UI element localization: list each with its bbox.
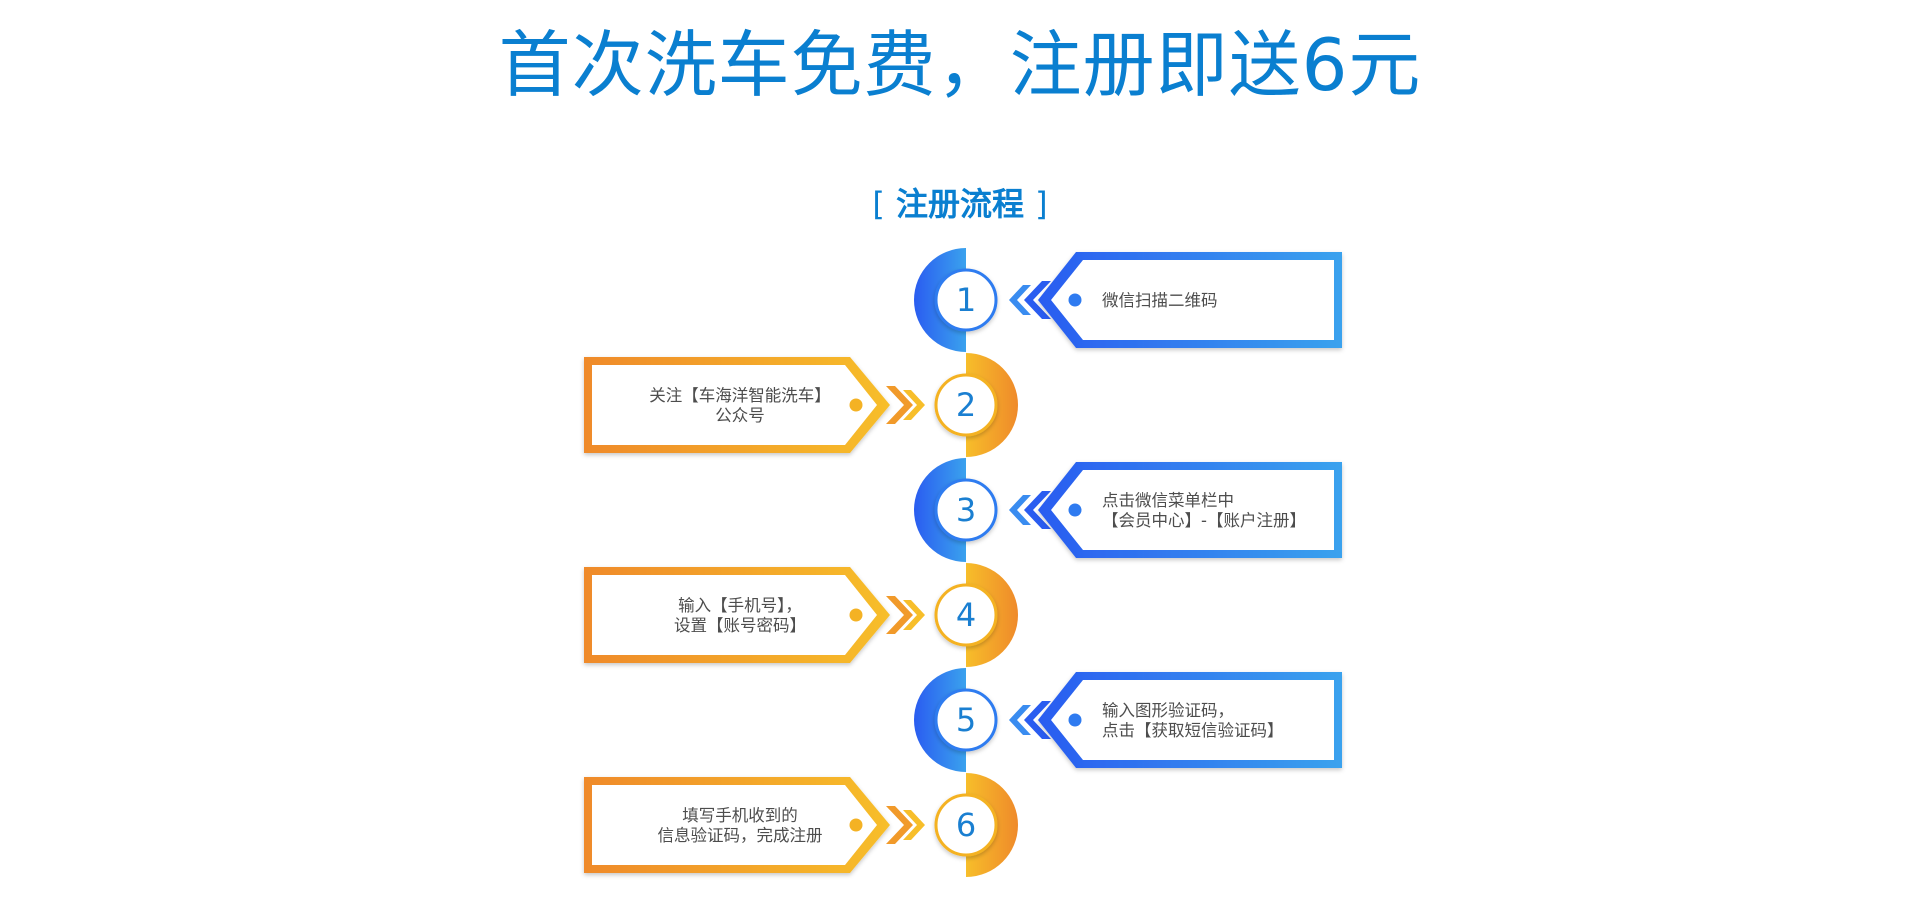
- step-1: 1 微信扫描二维码: [914, 248, 1342, 352]
- step-text-line: 【会员中心】-【账户注册】: [1102, 511, 1306, 530]
- step-text-line: 输入图形验证码，: [1102, 701, 1234, 720]
- bullet-dot-icon: [1068, 503, 1082, 517]
- step-tag-body: [592, 575, 877, 655]
- step-tag-body: [1051, 470, 1334, 550]
- step-text-line: 点击【获取短信验证码】: [1102, 721, 1284, 740]
- step-number-circle: [934, 478, 998, 542]
- step-2: 2 关注【车海洋智能洗车】公众号: [584, 353, 1018, 457]
- step-text-line: 填写手机收到的: [682, 806, 798, 825]
- headline: 首次洗车免费，注册即送6元: [498, 23, 1422, 107]
- step-text-line: 公众号: [715, 406, 765, 425]
- section-title-text: 注册流程: [895, 185, 1024, 223]
- step-4: 4 输入【手机号】，设置【账号密码】: [584, 563, 1018, 667]
- step-text-line: 信息验证码，完成注册: [658, 826, 823, 845]
- chevron-right-icon: [886, 386, 913, 424]
- step-number: 6: [956, 806, 976, 844]
- step-number: 2: [956, 386, 976, 424]
- chevron-left-icon: [1024, 491, 1051, 529]
- chevron-left-icon: [1024, 281, 1051, 319]
- step-text-line: 设置【账号密码】: [674, 616, 806, 635]
- step-number: 3: [956, 491, 976, 529]
- step-text-line: 关注【车海洋智能洗车】: [649, 386, 831, 405]
- step-text-line: 点击微信菜单栏中: [1102, 491, 1234, 510]
- step-tag-body: [1051, 680, 1334, 760]
- chevron-left-icon: [1024, 701, 1051, 739]
- step-number-circle: [934, 688, 998, 752]
- step-tag-body: [1051, 260, 1334, 340]
- chevron-right-icon: [886, 596, 913, 634]
- section-title: [ 注册流程 ]: [0, 184, 1920, 224]
- chevron-right-icon: [903, 390, 925, 420]
- step-number: 5: [956, 701, 976, 739]
- bullet-dot-icon: [849, 608, 863, 622]
- step-5: 5 输入图形验证码，点击【获取短信验证码】: [914, 668, 1342, 772]
- step-text-line: 输入【手机号】，: [678, 596, 802, 615]
- step-number-circle: [934, 373, 998, 437]
- step-number-circle: [934, 268, 998, 332]
- step-number-circle: [934, 583, 998, 647]
- bullet-dot-icon: [849, 818, 863, 832]
- bullet-dot-icon: [1068, 713, 1082, 727]
- bracket-right: ]: [1035, 185, 1048, 223]
- chevron-right-icon: [886, 806, 913, 844]
- step-3: 3 点击微信菜单栏中【会员中心】-【账户注册】: [914, 458, 1342, 562]
- step-number: 4: [956, 596, 976, 634]
- chevron-left-icon: [1009, 705, 1031, 735]
- step-tag-body: [592, 365, 877, 445]
- step-text-line: 微信扫描二维码: [1102, 291, 1218, 310]
- bullet-dot-icon: [849, 398, 863, 412]
- chevron-right-icon: [903, 810, 925, 840]
- bracket-left: [: [872, 185, 885, 223]
- chevron-right-icon: [903, 600, 925, 630]
- step-number-circle: [934, 793, 998, 857]
- bullet-dot-icon: [1068, 293, 1082, 307]
- step-tag-body: [592, 785, 877, 865]
- chevron-left-icon: [1009, 495, 1031, 525]
- step-number: 1: [956, 281, 976, 319]
- chevron-left-icon: [1009, 285, 1031, 315]
